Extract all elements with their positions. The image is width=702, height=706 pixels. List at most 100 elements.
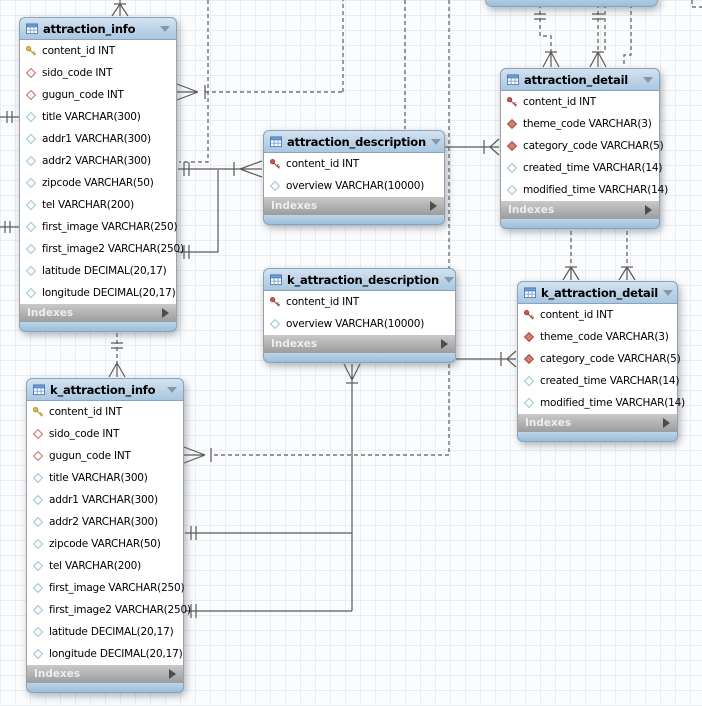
diamond-blue-icon bbox=[506, 184, 518, 196]
column-row-theme_code[interactable]: theme_code VARCHAR(3) bbox=[501, 113, 659, 135]
relationship-line-k-attraction-description-k-attraction-detail[interactable] bbox=[456, 350, 517, 368]
column-label: created_time VARCHAR(14) bbox=[523, 162, 663, 174]
column-row-first_image2[interactable]: first_image2 VARCHAR(250) bbox=[20, 238, 184, 260]
table-header[interactable]: attraction_detail bbox=[500, 68, 660, 91]
column-row-tel[interactable]: tel VARCHAR(200) bbox=[20, 194, 176, 216]
column-row-addr1[interactable]: addr1 VARCHAR(300) bbox=[27, 489, 183, 511]
column-row-content_id[interactable]: content_id INT bbox=[501, 91, 659, 113]
key-red-icon bbox=[506, 96, 518, 108]
relationship-line-to-k-attraction-detail-2[interactable] bbox=[618, 231, 636, 281]
column-row-first_image[interactable]: first_image VARCHAR(250) bbox=[20, 216, 178, 238]
relationship-line-attraction-info-attraction-description[interactable] bbox=[178, 160, 263, 259]
column-row-content_id[interactable]: content_id INT bbox=[264, 291, 455, 313]
chevron-right-icon[interactable] bbox=[663, 418, 670, 428]
column-row-content_id[interactable]: content_id INT bbox=[518, 304, 677, 326]
chevron-right-icon[interactable] bbox=[441, 339, 448, 349]
diamond-blue-icon bbox=[25, 199, 37, 211]
column-row-overview[interactable]: overview VARCHAR(10000) bbox=[264, 175, 444, 197]
indexes-bar[interactable]: Indexes bbox=[517, 414, 678, 432]
relationship-line-top-to-k-attraction-info[interactable] bbox=[183, 0, 450, 464]
table-header[interactable]: k_attraction_description bbox=[263, 268, 456, 291]
column-row-zipcode[interactable]: zipcode VARCHAR(50) bbox=[20, 172, 176, 194]
chevron-down-icon[interactable] bbox=[643, 76, 653, 83]
relationship-line-cropped-table-attraction-detail-3[interactable] bbox=[623, 4, 632, 66]
relationship-stub-attraction-info-left-2[interactable] bbox=[0, 221, 19, 233]
relationship-line-gugun-attraction-info[interactable] bbox=[176, 0, 344, 101]
table-header[interactable]: k_attraction_detail bbox=[517, 281, 678, 304]
column-label: content_id INT bbox=[286, 158, 359, 170]
chevron-down-icon[interactable] bbox=[167, 386, 177, 393]
column-row-sido_code[interactable]: sido_code INT bbox=[20, 62, 176, 84]
column-row-first_image2[interactable]: first_image2 VARCHAR(250) bbox=[27, 599, 191, 621]
column-row-created_time[interactable]: created_time VARCHAR(14) bbox=[501, 157, 663, 179]
column-row-category_code[interactable]: category_code VARCHAR(5) bbox=[518, 348, 681, 370]
indexes-bar[interactable]: Indexes bbox=[263, 335, 456, 353]
column-row-addr2[interactable]: addr2 VARCHAR(300) bbox=[27, 511, 183, 533]
column-row-addr1[interactable]: addr1 VARCHAR(300) bbox=[20, 128, 176, 150]
column-label: modified_time VARCHAR(14) bbox=[523, 184, 669, 196]
table-header[interactable]: k_attraction_info bbox=[26, 378, 184, 401]
column-row-category_code[interactable]: category_code VARCHAR(5) bbox=[501, 135, 664, 157]
relationship-line-cropped-table-attraction-detail-1[interactable] bbox=[534, 4, 560, 68]
relationship-line-cropped-table-attraction-detail-2[interactable] bbox=[589, 4, 607, 68]
relationship-line-to-k-attraction-detail-1[interactable] bbox=[562, 231, 580, 281]
table-header[interactable]: attraction_description bbox=[263, 130, 445, 153]
diamond-blue-icon bbox=[32, 472, 44, 484]
column-label: addr2 VARCHAR(300) bbox=[49, 516, 158, 528]
column-row-content_id[interactable]: content_id INT bbox=[20, 40, 176, 62]
relationship-stub-attraction-info-left-1[interactable] bbox=[0, 111, 19, 123]
column-row-content_id[interactable]: content_id INT bbox=[27, 401, 183, 423]
indexes-bar[interactable]: Indexes bbox=[263, 197, 445, 215]
column-label: addr2 VARCHAR(300) bbox=[42, 155, 151, 167]
column-row-gugun_code[interactable]: gugun_code INT bbox=[20, 84, 176, 106]
relationship-line-top-to-attraction-info[interactable] bbox=[179, 0, 209, 163]
relationship-line-attraction-info-to-k-attraction-info[interactable] bbox=[108, 333, 126, 378]
column-row-longitude[interactable]: longitude DECIMAL(20,17) bbox=[27, 643, 183, 665]
column-row-addr2[interactable]: addr2 VARCHAR(300) bbox=[20, 150, 176, 172]
column-row-title[interactable]: title VARCHAR(300) bbox=[20, 106, 176, 128]
column-row-sido_code[interactable]: sido_code INT bbox=[27, 423, 183, 445]
column-row-title[interactable]: title VARCHAR(300) bbox=[27, 467, 183, 489]
column-row-latitude[interactable]: latitude DECIMAL(20,17) bbox=[20, 260, 176, 282]
relationship-line-k-attraction-info-k-attraction-description[interactable] bbox=[185, 363, 361, 618]
column-row-zipcode[interactable]: zipcode VARCHAR(50) bbox=[27, 533, 183, 555]
chevron-down-icon[interactable] bbox=[160, 25, 170, 32]
column-row-gugun_code[interactable]: gugun_code INT bbox=[27, 445, 183, 467]
column-label: category_code VARCHAR(5) bbox=[523, 140, 664, 152]
chevron-right-icon[interactable] bbox=[645, 205, 652, 215]
column-row-theme_code[interactable]: theme_code VARCHAR(3) bbox=[518, 326, 677, 348]
chevron-right-icon[interactable] bbox=[430, 201, 437, 211]
chevron-down-icon[interactable] bbox=[663, 289, 674, 296]
indexes-bar[interactable]: Indexes bbox=[500, 201, 660, 219]
column-row-created_time[interactable]: created_time VARCHAR(14) bbox=[518, 370, 679, 392]
column-row-longitude[interactable]: longitude DECIMAL(20,17) bbox=[20, 282, 176, 304]
table-attraction_description[interactable]: attraction_description content_id INT ove… bbox=[263, 130, 445, 225]
column-row-modified_time[interactable]: modified_time VARCHAR(14) bbox=[501, 179, 668, 201]
table-header[interactable]: attraction_info bbox=[19, 17, 177, 40]
relationship-line-attraction-description-attraction-detail[interactable] bbox=[445, 138, 500, 156]
chevron-down-icon[interactable] bbox=[430, 138, 441, 145]
indexes-bar[interactable]: Indexes bbox=[26, 665, 184, 683]
table-icon bbox=[26, 22, 38, 35]
column-label: zipcode VARCHAR(50) bbox=[42, 177, 154, 189]
relationship-stub-attraction-info-top[interactable] bbox=[111, 0, 129, 17]
column-row-content_id[interactable]: content_id INT bbox=[264, 153, 444, 175]
column-row-modified_time[interactable]: modified_time VARCHAR(14) bbox=[518, 392, 685, 414]
indexes-bar[interactable]: Indexes bbox=[19, 304, 177, 322]
relationship-line-top-right-fragment[interactable] bbox=[691, 0, 702, 8]
chevron-right-icon[interactable] bbox=[162, 308, 169, 318]
chevron-down-icon[interactable] bbox=[443, 276, 454, 283]
cropped-table-footer[interactable] bbox=[485, 0, 658, 7]
column-row-latitude[interactable]: latitude DECIMAL(20,17) bbox=[27, 621, 183, 643]
column-row-tel[interactable]: tel VARCHAR(200) bbox=[27, 555, 183, 577]
column-row-first_image[interactable]: first_image VARCHAR(250) bbox=[27, 577, 185, 599]
column-row-overview[interactable]: overview VARCHAR(10000) bbox=[264, 313, 455, 335]
chevron-right-icon[interactable] bbox=[169, 669, 176, 679]
indexes-label: Indexes bbox=[27, 307, 74, 319]
